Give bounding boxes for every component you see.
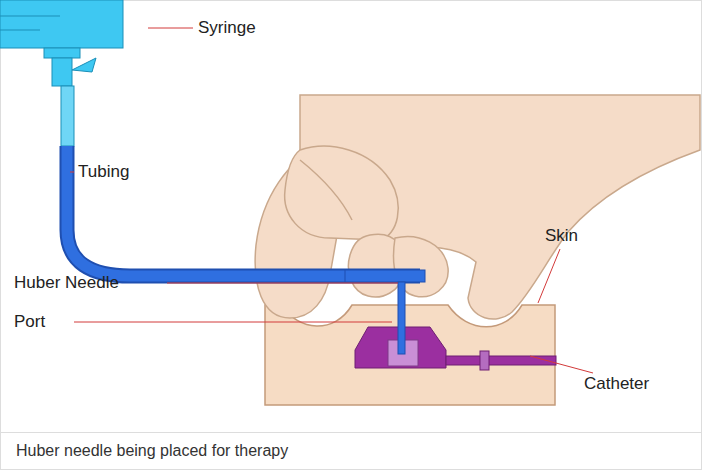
syringe-barrel — [0, 0, 123, 48]
syringe-neck — [44, 48, 80, 58]
part-label: Huber Needle — [14, 273, 119, 293]
part-label: Port — [14, 312, 45, 332]
huber-needle — [398, 282, 405, 354]
catheter — [446, 356, 556, 365]
part-label: Syringe — [198, 18, 256, 38]
tubing-connector — [61, 86, 74, 146]
syringe-tip — [52, 58, 72, 86]
part-label: Skin — [545, 226, 578, 246]
hand — [255, 95, 700, 319]
caption: Huber needle being placed for therapy — [16, 441, 288, 461]
leader-lines — [70, 28, 593, 373]
tubing-fill — [67, 146, 420, 276]
part-label: Tubing — [78, 162, 129, 182]
tubing — [67, 146, 420, 276]
part-label: Catheter — [584, 374, 649, 394]
caption-band — [1, 433, 702, 470]
catheter-lock — [480, 351, 489, 370]
syringe-clip — [72, 58, 96, 72]
skin-block — [265, 305, 555, 405]
needle-wing — [345, 270, 425, 282]
